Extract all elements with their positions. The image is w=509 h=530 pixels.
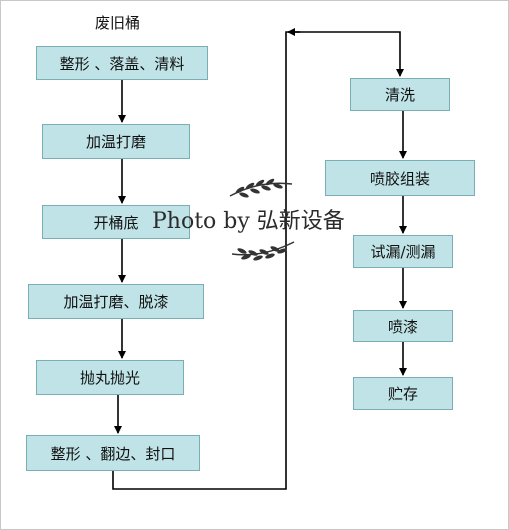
step-wash: 清洗	[350, 78, 450, 111]
step-heat-grind: 加温打磨	[42, 124, 190, 159]
laurel-bottom-icon	[231, 241, 295, 261]
loop-connector	[112, 31, 404, 490]
laurel-top-icon	[229, 178, 293, 198]
step-shot-blast-polish: 抛丸抛光	[36, 360, 184, 395]
diagram-title: 废旧桶	[95, 14, 141, 32]
step-heat-grind-strip: 加温打磨、脱漆	[28, 284, 204, 319]
watermark-text: Photo by 弘新设备	[152, 209, 345, 234]
step-open-bottom: 开桶底	[42, 205, 190, 239]
step-shape-clean: 整形 、落盖、清料	[36, 46, 208, 80]
step-glue-assemble: 喷胶组装	[325, 160, 475, 196]
step-storage: 贮存	[353, 377, 453, 410]
step-spray-paint: 喷漆	[353, 310, 453, 342]
step-shape-flange-seal: 整形 、翻边、封口	[26, 435, 200, 471]
step-leak-test: 试漏/测漏	[353, 235, 453, 268]
